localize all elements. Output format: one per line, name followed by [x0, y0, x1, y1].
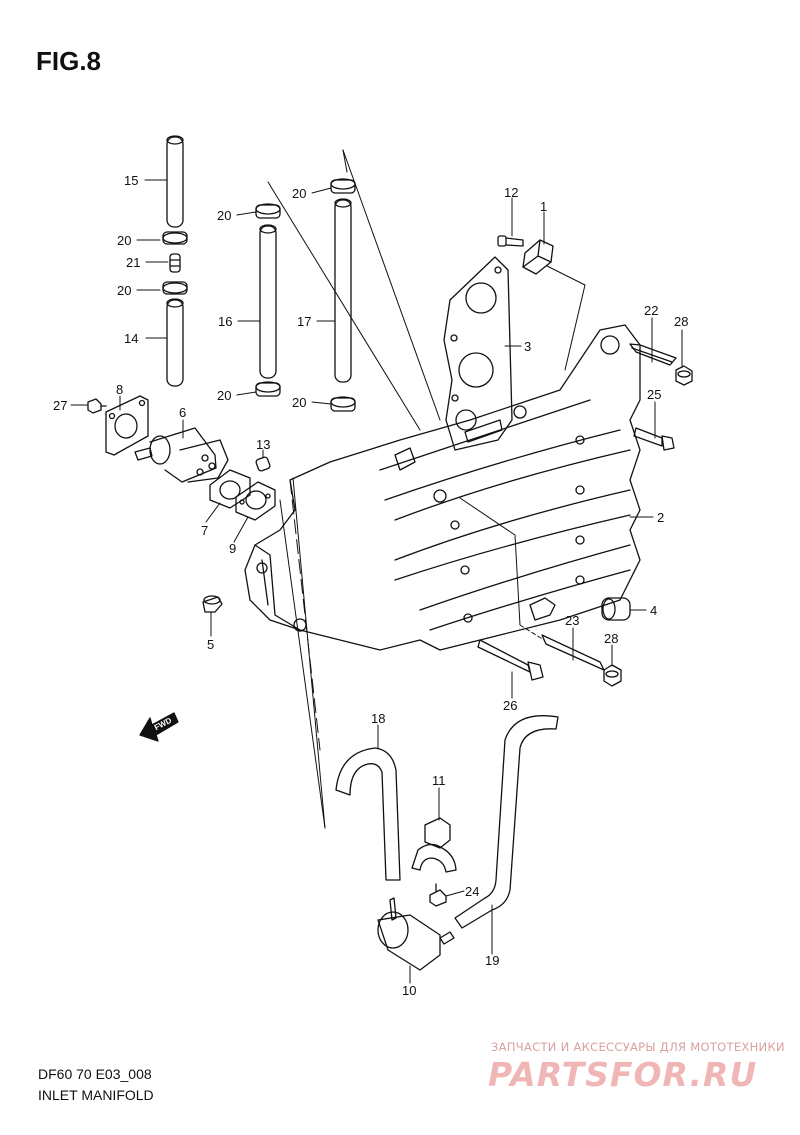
gasket-7 [209, 469, 251, 509]
callout-20: 20 [292, 395, 306, 410]
hose-15 [166, 135, 184, 228]
callout-28: 28 [604, 631, 618, 646]
callout-24: 24 [465, 884, 479, 899]
nut-28-a [675, 365, 693, 386]
callout-20: 20 [117, 283, 131, 298]
callout-28: 28 [674, 314, 688, 329]
hose-clamp-20-e [330, 178, 356, 194]
watermark-logo: PARTSFOR.RU [488, 1055, 758, 1094]
fuel-pump-6 [134, 427, 229, 483]
grommet-5 [202, 595, 223, 613]
bolt-27 [87, 398, 107, 414]
inlet-manifold-2 [244, 324, 641, 651]
pin-13 [255, 456, 271, 472]
callout-16: 16 [218, 314, 232, 329]
hose-16 [259, 224, 277, 379]
callout-8: 8 [116, 382, 123, 397]
callout-10: 10 [402, 983, 416, 998]
callout-1: 1 [540, 199, 547, 214]
bolt-23 [459, 497, 605, 671]
bolt-22 [629, 343, 677, 366]
callout-22: 22 [644, 303, 658, 318]
diagram-name: INLET MANIFOLD [38, 1087, 154, 1103]
hose-clamp-20-d [255, 381, 281, 397]
callout-20: 20 [217, 388, 231, 403]
bracket-1 [522, 239, 554, 275]
callout-25: 25 [647, 387, 661, 402]
callout-21: 21 [126, 255, 140, 270]
hose-clamp-20-b [162, 281, 188, 295]
hose-18 [335, 747, 401, 881]
hose-19 [454, 715, 559, 929]
callout-2: 2 [657, 510, 664, 525]
hose-clamp-20-f [330, 396, 356, 412]
nut-28-b [603, 664, 622, 687]
callout-7: 7 [201, 523, 208, 538]
callout-13: 13 [256, 437, 270, 452]
callout-20: 20 [217, 208, 231, 223]
callout-15: 15 [124, 173, 138, 188]
hose-joint-21 [169, 253, 181, 273]
callout-14: 14 [124, 331, 138, 346]
callout-20: 20 [292, 186, 306, 201]
callout-3: 3 [524, 339, 531, 354]
callout-4: 4 [650, 603, 657, 618]
diagram-code: DF60 70 E03_008 [38, 1066, 152, 1082]
watermark-tagline: ЗАПЧАСТИ И АКСЕССУАРЫ ДЛЯ МОТОТЕХНИКИ [491, 1040, 785, 1054]
callout-19: 19 [485, 953, 499, 968]
gasket-9 [235, 481, 276, 521]
callout-20: 20 [117, 233, 131, 248]
hose-14 [166, 298, 184, 387]
hose-17 [334, 198, 352, 383]
gasket-3 [443, 256, 513, 451]
figure-title: FIG.8 [36, 46, 102, 76]
callout-27: 27 [53, 398, 67, 413]
callout-23: 23 [565, 613, 579, 628]
fuel-filter-10 [377, 897, 455, 971]
plug-4 [601, 597, 631, 621]
callout-11: 11 [432, 773, 446, 788]
callout-18: 18 [371, 711, 385, 726]
hose-clamp-20-c [255, 203, 281, 219]
callout-9: 9 [229, 541, 236, 556]
hose-clamp-20-a [162, 231, 188, 245]
fwd-arrow-icon [139, 712, 179, 742]
callout-6: 6 [179, 405, 186, 420]
bolt-25 [633, 427, 675, 451]
bolt-12 [497, 235, 524, 247]
callout-5: 5 [207, 637, 214, 652]
callout-12: 12 [504, 185, 518, 200]
screw-24 [429, 883, 447, 907]
callout-17: 17 [297, 314, 311, 329]
callout-26: 26 [503, 698, 517, 713]
bracket-8 [105, 395, 149, 456]
clip-11 [411, 817, 457, 873]
bolt-26 [477, 639, 544, 681]
